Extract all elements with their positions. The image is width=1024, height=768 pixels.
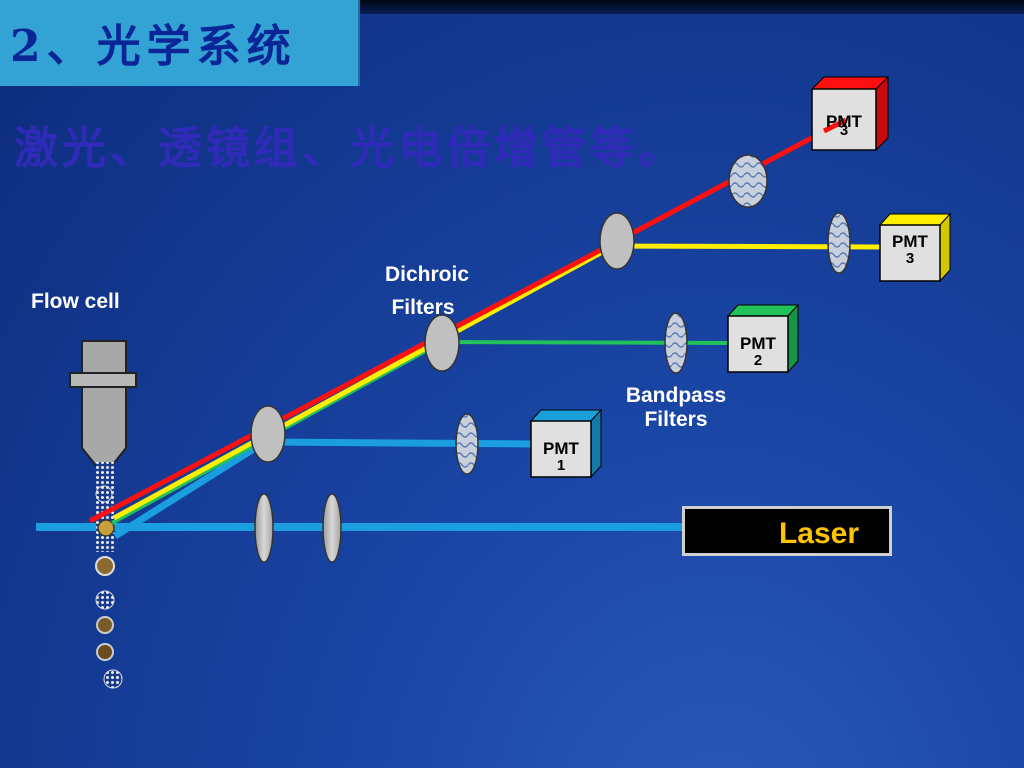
pmt-3-box [878, 212, 952, 283]
pmt-2-number: 2 [753, 352, 763, 369]
pmt-2-label: PMT 2 [728, 335, 788, 369]
pmt-3-number: 3 [905, 250, 915, 267]
pmt-3-name: PMT [892, 232, 928, 251]
pmt-2-box [726, 303, 800, 374]
bandpass-label-line2: Filters [644, 408, 708, 431]
dichroic-filters-label: Dichroic Filters [372, 258, 482, 324]
pmt-4-number: 3 [839, 122, 849, 139]
pmt-1-box [529, 408, 603, 479]
slide-title-box: 2、光学系统 [0, 0, 360, 86]
flow-cell-nozzle [69, 340, 137, 469]
dichroic-label-line1: Dichroic [384, 263, 470, 286]
bandpass-label-line1: Bandpass [625, 384, 727, 407]
dichroic-label-line2: Filters [391, 296, 455, 319]
slide-title: 2、光学系统 [10, 21, 297, 72]
cell-particles [95, 485, 123, 689]
bandpass-filter-2 [664, 312, 688, 374]
pmt-3-label: PMT 3 [880, 233, 940, 267]
bandpass-filter-4 [728, 154, 768, 208]
dichroic-filter-3 [599, 212, 635, 270]
pmt-1-label: PMT 1 [531, 440, 591, 474]
pmt-4-label: PMT 3 [812, 113, 876, 139]
yellow-beam [112, 241, 619, 521]
bandpass-filters-label: Bandpass Filters [614, 384, 738, 432]
laser-label: Laser [778, 517, 859, 550]
pmt-1-number: 1 [556, 457, 566, 474]
red-beam [88, 121, 840, 524]
laser-source: Laser [682, 506, 892, 556]
blue-beam-to-pmt1 [267, 438, 536, 448]
pmt-1-name: PMT [543, 439, 579, 458]
dichroic-filter-2 [424, 314, 460, 372]
blue-beam [113, 437, 270, 539]
bandpass-filter-3 [827, 212, 851, 274]
focusing-lens-1 [254, 493, 274, 563]
red-beam-tip [822, 117, 848, 134]
focusing-lens-2 [322, 493, 342, 563]
bandpass-filter-1 [455, 413, 479, 475]
flow-cell-label: Flow cell [31, 290, 120, 313]
pmt-2-name: PMT [740, 334, 776, 353]
pmt-4-name: PMT [826, 112, 862, 131]
dichroic-filter-1 [250, 405, 286, 463]
slide-subtitle: 激光、透镜组、光电倍增管等。 [14, 123, 686, 174]
